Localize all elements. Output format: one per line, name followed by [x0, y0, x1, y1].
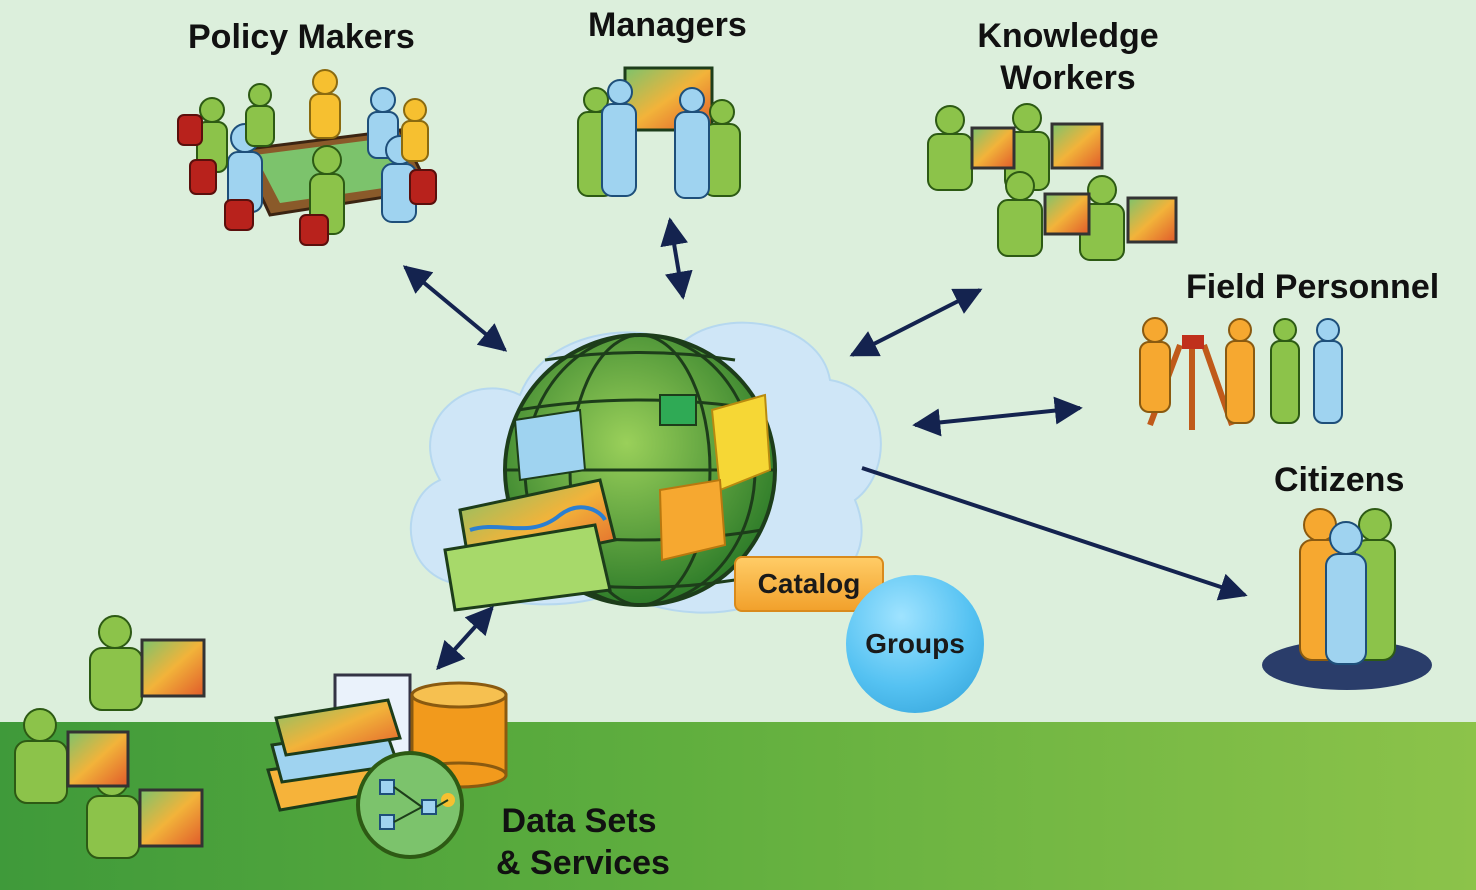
- label-data-sets-line2: & Services: [496, 844, 670, 882]
- label-citizens: Citizens: [1274, 461, 1405, 499]
- ground-band: [0, 722, 1476, 890]
- arrow-field-personnel: [912, 396, 1083, 437]
- label-data-sets-line1: Data Sets: [501, 802, 657, 840]
- arrow-policy-makers: [402, 265, 508, 352]
- label-data-sets: Data Sets & Services: [474, 800, 694, 884]
- desktop-users-icon: [14, 615, 206, 859]
- data-stack-icon: [266, 673, 508, 859]
- connection-arrows: [402, 217, 1248, 671]
- arrow-knowledge-workers: [849, 288, 983, 357]
- arrow-citizens: [861, 466, 1248, 601]
- arrow-managers: [660, 217, 693, 300]
- label-field-personnel: Field Personnel: [1186, 268, 1440, 306]
- workstation-group-icon: [927, 103, 1178, 261]
- citizen-group-icon: [1262, 508, 1432, 690]
- presenter-board-icon: [577, 66, 741, 199]
- label-knowledge-workers: Knowledge Workers: [968, 15, 1168, 99]
- cloud-globe-icon: [409, 321, 882, 614]
- meeting-table-icon: [177, 69, 437, 246]
- surveyor-team-icon: [1139, 317, 1343, 430]
- label-policy-makers: Policy Makers: [188, 18, 415, 56]
- arrow-data-sets: [436, 605, 494, 671]
- label-knowledge-line1: Knowledge: [977, 17, 1159, 55]
- groups-bubble: Groups: [846, 575, 984, 713]
- label-knowledge-line2: Workers: [1000, 59, 1136, 97]
- label-managers: Managers: [588, 6, 747, 44]
